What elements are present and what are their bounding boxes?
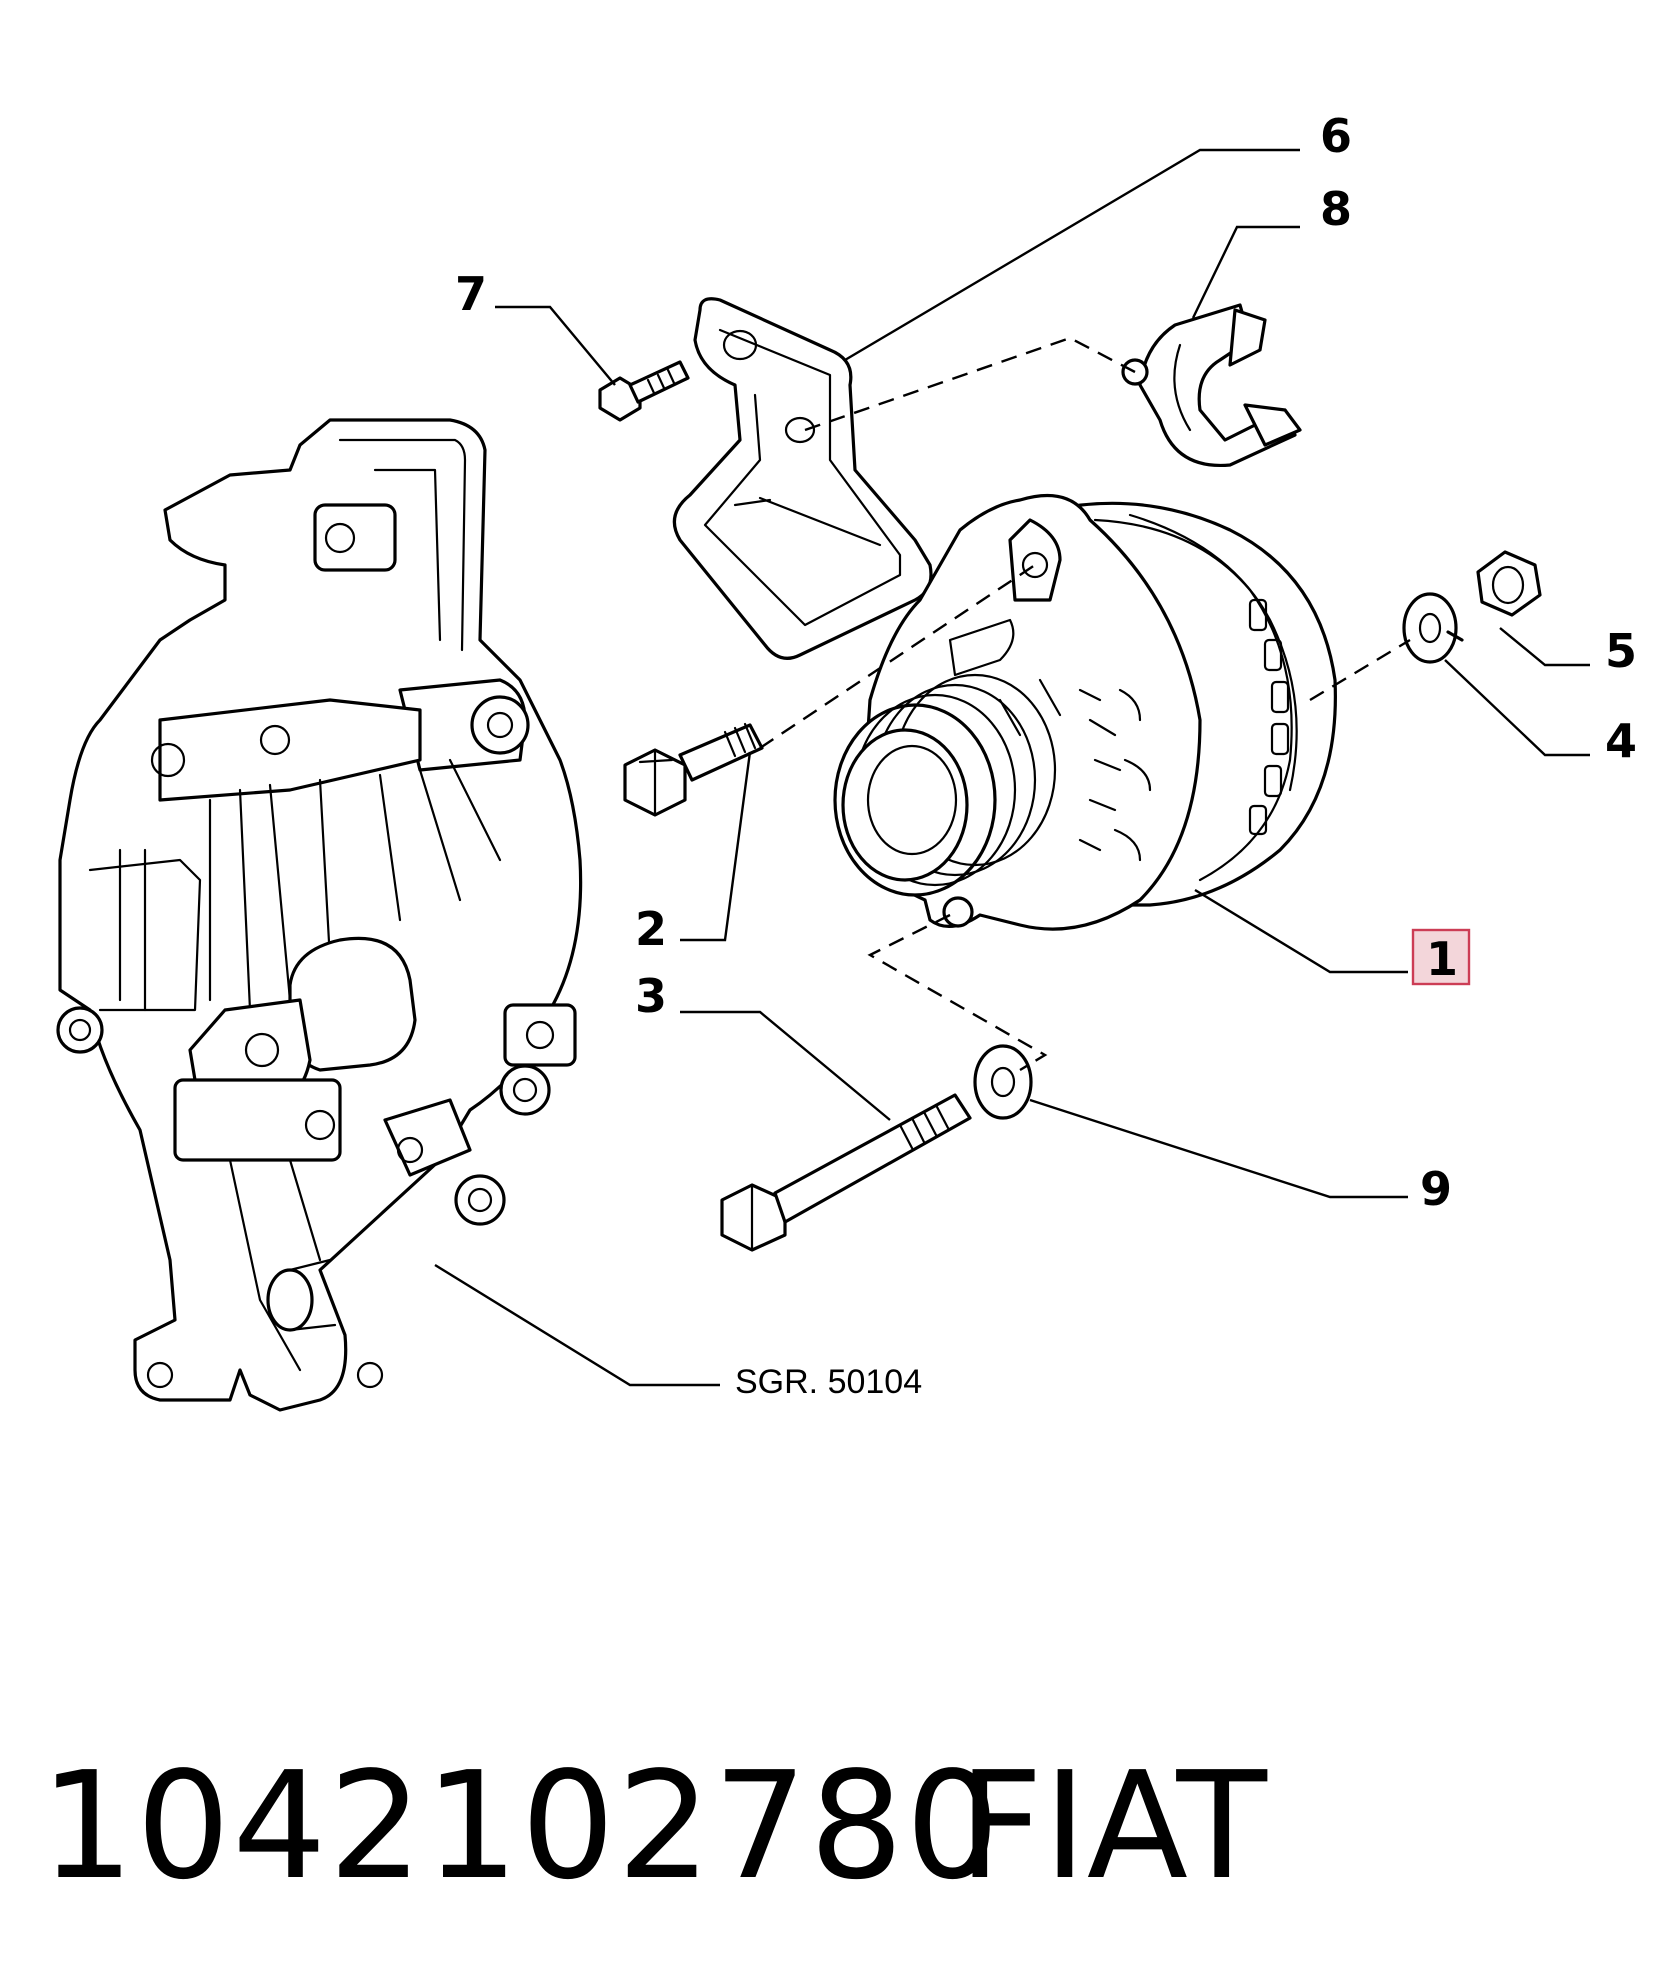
rear-vents <box>1248 598 1290 836</box>
washer-part-9 <box>973 1044 1033 1120</box>
callout-1-highlight <box>1411 928 1471 986</box>
cable-clip-part-8 <box>1121 303 1302 468</box>
pulley <box>833 673 1057 897</box>
callout-1: 1 <box>1426 932 1458 986</box>
support-bracket-part-6 <box>672 297 933 660</box>
bolt-part-2 <box>623 722 764 817</box>
callout-2: 2 <box>635 902 667 956</box>
callout-4: 4 <box>1605 714 1637 768</box>
reference-label: SGR. 50104 <box>735 1363 922 1401</box>
callout-labels: 6 8 7 5 4 1 2 3 9 SGR. 50104 <box>455 109 1637 1401</box>
callout-8: 8 <box>1320 182 1352 236</box>
bolt-part-7 <box>598 360 690 422</box>
brand-name: FIAT <box>958 1740 1267 1912</box>
spring-washer-part-4 <box>1402 592 1464 664</box>
bolt-part-3 <box>720 1093 972 1252</box>
part-number: 1042102780 <box>40 1740 1002 1912</box>
nut-part-5 <box>1476 550 1542 617</box>
callout-7: 7 <box>455 267 487 321</box>
callout-5: 5 <box>1605 624 1637 678</box>
engine-support-bracket <box>56 418 583 1412</box>
leader-lines <box>434 148 1590 1387</box>
alternator-part-1 <box>833 493 1337 931</box>
assembly-lines <box>759 336 1411 1072</box>
callout-9: 9 <box>1420 1162 1452 1216</box>
callout-3: 3 <box>635 969 667 1023</box>
callout-6: 6 <box>1320 109 1352 163</box>
